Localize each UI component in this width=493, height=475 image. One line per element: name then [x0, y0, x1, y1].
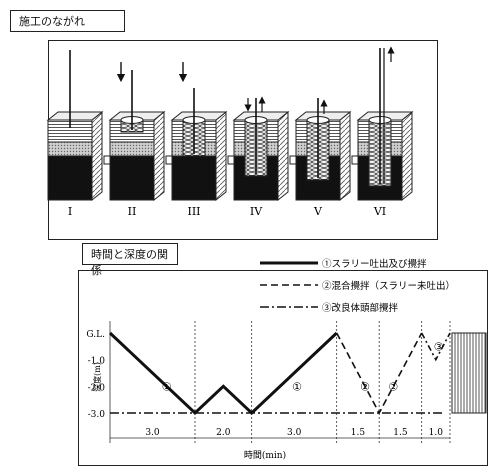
segment-marker: ② [360, 380, 370, 393]
block-side [215, 110, 227, 202]
block-top [46, 111, 104, 121]
duration-label: 3.0 [287, 428, 302, 438]
segment-marker: ② [388, 380, 398, 393]
stage-label: III [187, 205, 200, 218]
stage-label: VI [373, 205, 386, 218]
series-line [420, 332, 451, 362]
duration-label: 2.0 [216, 428, 231, 438]
duration-label: 3.0 [145, 428, 160, 438]
x-axis-label: 時間(min) [244, 450, 286, 461]
stratum-bottom [171, 155, 217, 201]
block-side [339, 110, 351, 202]
stratum-bottom [47, 155, 93, 201]
legend-label: ③改良体頭部攪拌 [322, 302, 399, 314]
stage-label: V [313, 205, 323, 218]
stage-block: II [108, 62, 166, 218]
series-line [335, 332, 423, 415]
y-tick-label: -3.0 [88, 410, 106, 420]
y-tick-label: G.L. [86, 330, 105, 340]
stage-label: IV [250, 205, 263, 218]
segment-marker: ① [292, 380, 302, 393]
segment-marker: ③ [434, 340, 444, 353]
stage-block: I [46, 50, 104, 218]
stratum-bottom [109, 155, 155, 201]
construction-flow-title: 施工のながれ [10, 10, 125, 32]
duration-label: 1.5 [351, 428, 366, 438]
duration-label: 1.5 [393, 428, 408, 438]
time-depth-title: 時間と深度の関係 [82, 243, 178, 277]
y-axis-label: 深度(m) [92, 362, 102, 392]
y-tick-label: -1.0 [88, 357, 106, 367]
stratum-mid [47, 141, 93, 157]
stage-block: VI [356, 46, 414, 218]
stage-block: V [294, 98, 352, 218]
legend-label: ②混合攪拌（スラリー未吐出） [322, 280, 455, 292]
segment-marker: ① [162, 380, 172, 393]
block-side [153, 110, 165, 202]
stratum-mid [109, 141, 155, 157]
legend-label: ①スラリー吐出及び攪拌 [322, 258, 427, 270]
stage-block: III [170, 62, 228, 218]
head-block [451, 332, 487, 414]
stage-block: IV [232, 96, 290, 218]
stage-label: I [68, 205, 72, 218]
y-tick-label: -2.0 [88, 383, 106, 393]
duration-label: 1.0 [429, 428, 444, 438]
time-depth-panel [78, 270, 488, 466]
series-line [108, 331, 338, 416]
block-side [91, 110, 103, 202]
block-side [401, 110, 413, 202]
head-block-frame [451, 332, 487, 414]
stage-label: II [128, 205, 137, 218]
block-side [277, 110, 289, 202]
